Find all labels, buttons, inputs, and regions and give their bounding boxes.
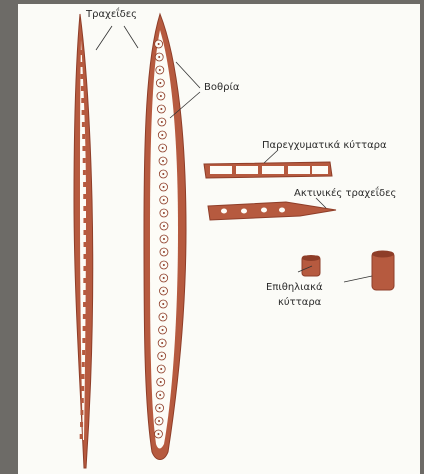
tracheid-narrow [74,14,93,468]
pit-aperture [163,264,165,266]
pit-aperture [158,56,160,58]
pit-mark [83,218,86,223]
pit-aperture [162,147,164,149]
label-pits: Βοθρία [204,82,239,93]
pit-aperture [159,82,161,84]
pit-mark [80,422,83,427]
pit-aperture [159,394,161,396]
parenchyma-lumen [236,166,258,174]
pit-aperture [163,251,165,253]
pit-aperture [158,420,160,422]
pit-mark [82,338,85,343]
ray-tracheids [208,202,336,220]
pit-aperture [163,290,165,292]
pit-mark [81,74,84,79]
pit-aperture [160,368,162,370]
pit-aperture [161,342,163,344]
label-epithelial-line2: κύτταρα [278,297,321,308]
tracheid-wide [144,14,186,460]
pit-aperture [158,43,160,45]
pit-aperture [163,225,165,227]
pit-mark [83,206,86,211]
pit-mark [82,350,85,355]
pit-aperture [163,212,165,214]
pit-aperture [161,121,163,123]
pit-aperture [161,134,163,136]
parenchyma-lumen [312,166,328,174]
pit-aperture [161,355,163,357]
pit-mark [81,398,84,403]
pit-mark [83,242,86,247]
pit-aperture [162,316,164,318]
parenchyma-lumen [262,166,284,174]
pit-aperture [162,329,164,331]
parenchyma-lumen [210,166,232,174]
pit-mark [80,434,83,439]
pit-aperture [163,238,165,240]
pit-mark [83,290,86,295]
pit-mark [80,410,83,415]
pit-mark [81,386,84,391]
pit-mark [83,302,86,307]
epithelial-cell-large [372,251,394,291]
label-parenchyma: Παρεγχυματικά κύτταρα [262,140,387,151]
pit-mark [83,314,86,319]
pit-mark [83,278,86,283]
pit-mark [82,134,85,139]
pit-mark [83,230,86,235]
pit-mark [83,158,86,163]
pit-aperture [162,160,164,162]
pit-mark [81,86,84,91]
pit-mark [80,62,83,67]
label-tracheids: Τραχεΐδες [86,9,137,20]
pit-aperture [163,277,165,279]
parenchyma-cells [204,162,332,178]
leader-lines [96,26,372,282]
pit-mark [80,50,83,55]
pit-mark [83,182,86,187]
pit-mark [81,374,84,379]
pit-aperture [157,433,159,435]
pit-aperture [163,186,165,188]
pit-mark [82,146,85,151]
label-ray-tracheids: Ακτινικές τραχεΐδες [294,188,396,199]
pit-aperture [159,69,161,71]
pit-mark [83,326,86,331]
epithelial-cell-small [302,255,320,276]
pit-mark [82,110,85,115]
pit-aperture [160,108,162,110]
pit-aperture [160,95,162,97]
pit-aperture [163,199,165,201]
pit-mark [82,362,85,367]
pit-mark [82,122,85,127]
pit-mark [83,254,86,259]
pit-mark [83,194,86,199]
parenchyma-lumen [288,166,310,174]
pit-mark [83,266,86,271]
pit-mark [81,98,84,103]
pit-aperture [159,407,161,409]
label-epithelial-line1: Επιθηλιακά [266,282,323,293]
pit-aperture [162,173,164,175]
pit-aperture [160,381,162,383]
pit-aperture [162,303,164,305]
pit-mark [83,170,86,175]
